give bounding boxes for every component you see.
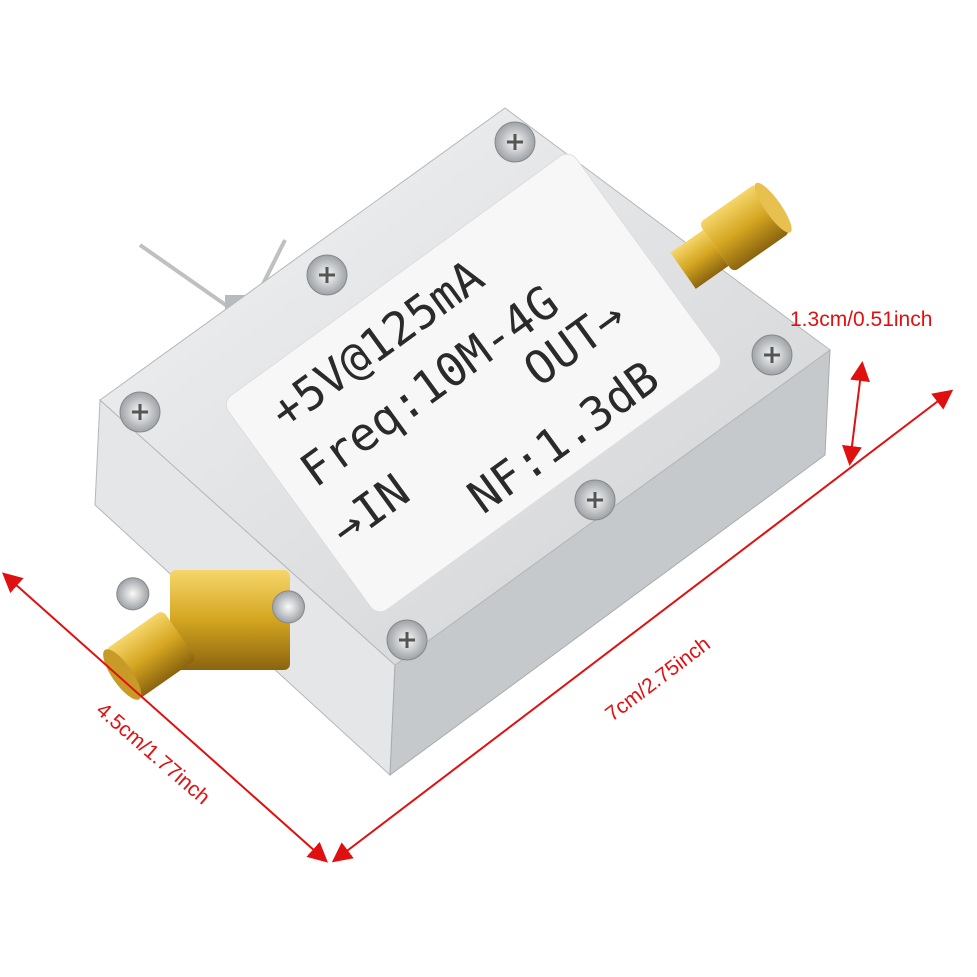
height-label: 1.3cm/0.51inch	[790, 308, 932, 331]
length-label: 7cm/2.75inch	[601, 632, 715, 726]
width-label: 4.5cm/1.77inch	[92, 698, 215, 809]
sma-connector-output	[670, 182, 792, 289]
